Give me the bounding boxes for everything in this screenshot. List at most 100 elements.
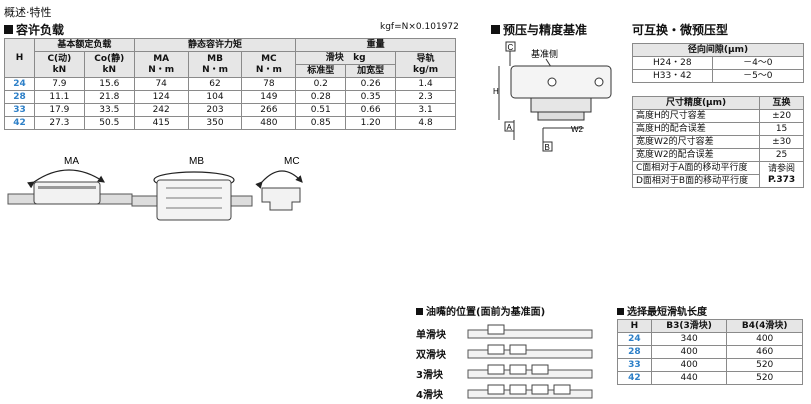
table-cell: 25 <box>759 148 804 162</box>
square-bullet-icon <box>416 308 423 315</box>
preload-reference-diagram: C 基准侧 H A W2 B <box>493 41 612 152</box>
table-cell: 124 <box>133 90 189 104</box>
table-cell: 460 <box>726 345 803 359</box>
table-cell: ±30 <box>759 135 804 149</box>
table-cell: 50.5 <box>83 116 135 130</box>
page-title: 概述·特性 <box>4 6 52 19</box>
col-co: Co(静)kN <box>83 51 135 78</box>
table-cell: 0.85 <box>295 116 347 130</box>
table-cell: 520 <box>726 371 803 385</box>
table-cell: －5～0 <box>711 69 805 83</box>
nipple-row-diagram <box>467 344 593 359</box>
ref-b-label: B <box>545 143 550 152</box>
parallel-row-d: D面相对于B面的移动平行度 <box>631 174 761 188</box>
table-cell: 2.3 <box>395 90 456 104</box>
table-cell: 0.2 <box>295 77 347 91</box>
nipple-row-label: 单滑块 <box>416 330 446 341</box>
table-cell: 480 <box>241 116 297 130</box>
slider-block <box>509 384 527 395</box>
precision-col: 互换 <box>759 96 804 110</box>
nipple-row: 双滑块 <box>416 342 596 362</box>
table-header-cell: B3(3滑块) <box>650 319 728 333</box>
table-cell: 266 <box>241 103 297 117</box>
nipple-row-label: 双滑块 <box>416 350 446 361</box>
table-cell: 42 <box>617 371 652 385</box>
table-cell: 28 <box>4 90 35 104</box>
table-cell: 74 <box>133 77 189 91</box>
table-cell: 33.5 <box>83 103 135 117</box>
table-cell: 0.35 <box>345 90 397 104</box>
table-header-cell: H <box>617 319 652 333</box>
nipple-row-label: 3滑块 <box>416 370 443 381</box>
rail-shape <box>467 369 593 379</box>
table-cell: 4.8 <box>395 116 456 130</box>
table-cell: 0.66 <box>345 103 397 117</box>
table-cell: 400 <box>726 332 803 346</box>
table-cell: 440 <box>650 371 728 385</box>
precision-head: 尺寸精度(μm) <box>631 96 761 110</box>
moment-mc-diagram: MC <box>255 156 303 211</box>
ref-w2-label: W2 <box>571 125 584 134</box>
table-cell: ±20 <box>759 109 804 123</box>
slider-block <box>509 344 527 355</box>
table-cell: 17.9 <box>33 103 85 117</box>
table-cell: 350 <box>187 116 243 130</box>
ref-a-label: A <box>507 123 513 132</box>
nipple-row-label: 4滑块 <box>416 390 443 401</box>
table-cell: 27.3 <box>33 116 85 130</box>
ref-c-label: C <box>508 43 514 52</box>
table-cell: 33 <box>617 358 652 372</box>
table-cell: 21.8 <box>83 90 135 104</box>
ref-side-label: 基准侧 <box>531 48 558 59</box>
table-row: H33・42－5～0 <box>632 69 805 83</box>
rail-shape <box>467 349 593 359</box>
table-cell: 62 <box>187 77 243 91</box>
col-wide: 加宽型 <box>345 64 397 78</box>
table-cell: －4～0 <box>711 56 805 70</box>
table-cell: 24 <box>4 77 35 91</box>
table-cell: 415 <box>133 116 189 130</box>
nipple-row: 单滑块 <box>416 322 596 342</box>
table-header-cell: B4(4滑块) <box>726 319 803 333</box>
slider-block <box>487 384 505 395</box>
slider-block <box>509 364 527 375</box>
nipple-section-title: 油嘴的位置(面前为基准面) <box>416 303 545 318</box>
preload-section-title: 预压与精度基准 <box>491 21 587 38</box>
slider-block <box>487 364 505 375</box>
load-section-title: 容许负载 <box>4 21 64 38</box>
unit-note: kgf=N×0.101972 <box>380 22 459 32</box>
table-cell: 42 <box>4 116 35 130</box>
table-cell: 104 <box>187 90 243 104</box>
table-cell: H33・42 <box>632 69 713 83</box>
table-cell: 149 <box>241 90 297 104</box>
nipple-row-diagram <box>467 384 593 399</box>
parallel-row-c: C面相对于A面的移动平行度 <box>631 161 761 175</box>
table-cell: 高度H的尺寸容差 <box>631 109 761 123</box>
slider-block <box>531 364 549 375</box>
col-slider: 滑块 kg <box>295 51 397 65</box>
table-cell: 340 <box>650 332 728 346</box>
table-cell: 7.9 <box>33 77 85 91</box>
square-bullet-icon <box>491 25 500 34</box>
nipple-row-diagram <box>467 324 593 339</box>
min-length-section-title: 选择最短滑轨长度 <box>617 303 707 318</box>
slider-block <box>487 324 505 335</box>
table-cell: 1.4 <box>395 77 456 91</box>
ref-h-label: H <box>493 87 499 96</box>
table-cell: 242 <box>133 103 189 117</box>
table-cell: 11.1 <box>33 90 85 104</box>
nipple-row: 3滑块 <box>416 362 596 382</box>
table-cell: 宽度W2的配合误差 <box>631 148 761 162</box>
table-cell: 宽度W2的尺寸容差 <box>631 135 761 149</box>
rail-shape <box>467 329 593 339</box>
